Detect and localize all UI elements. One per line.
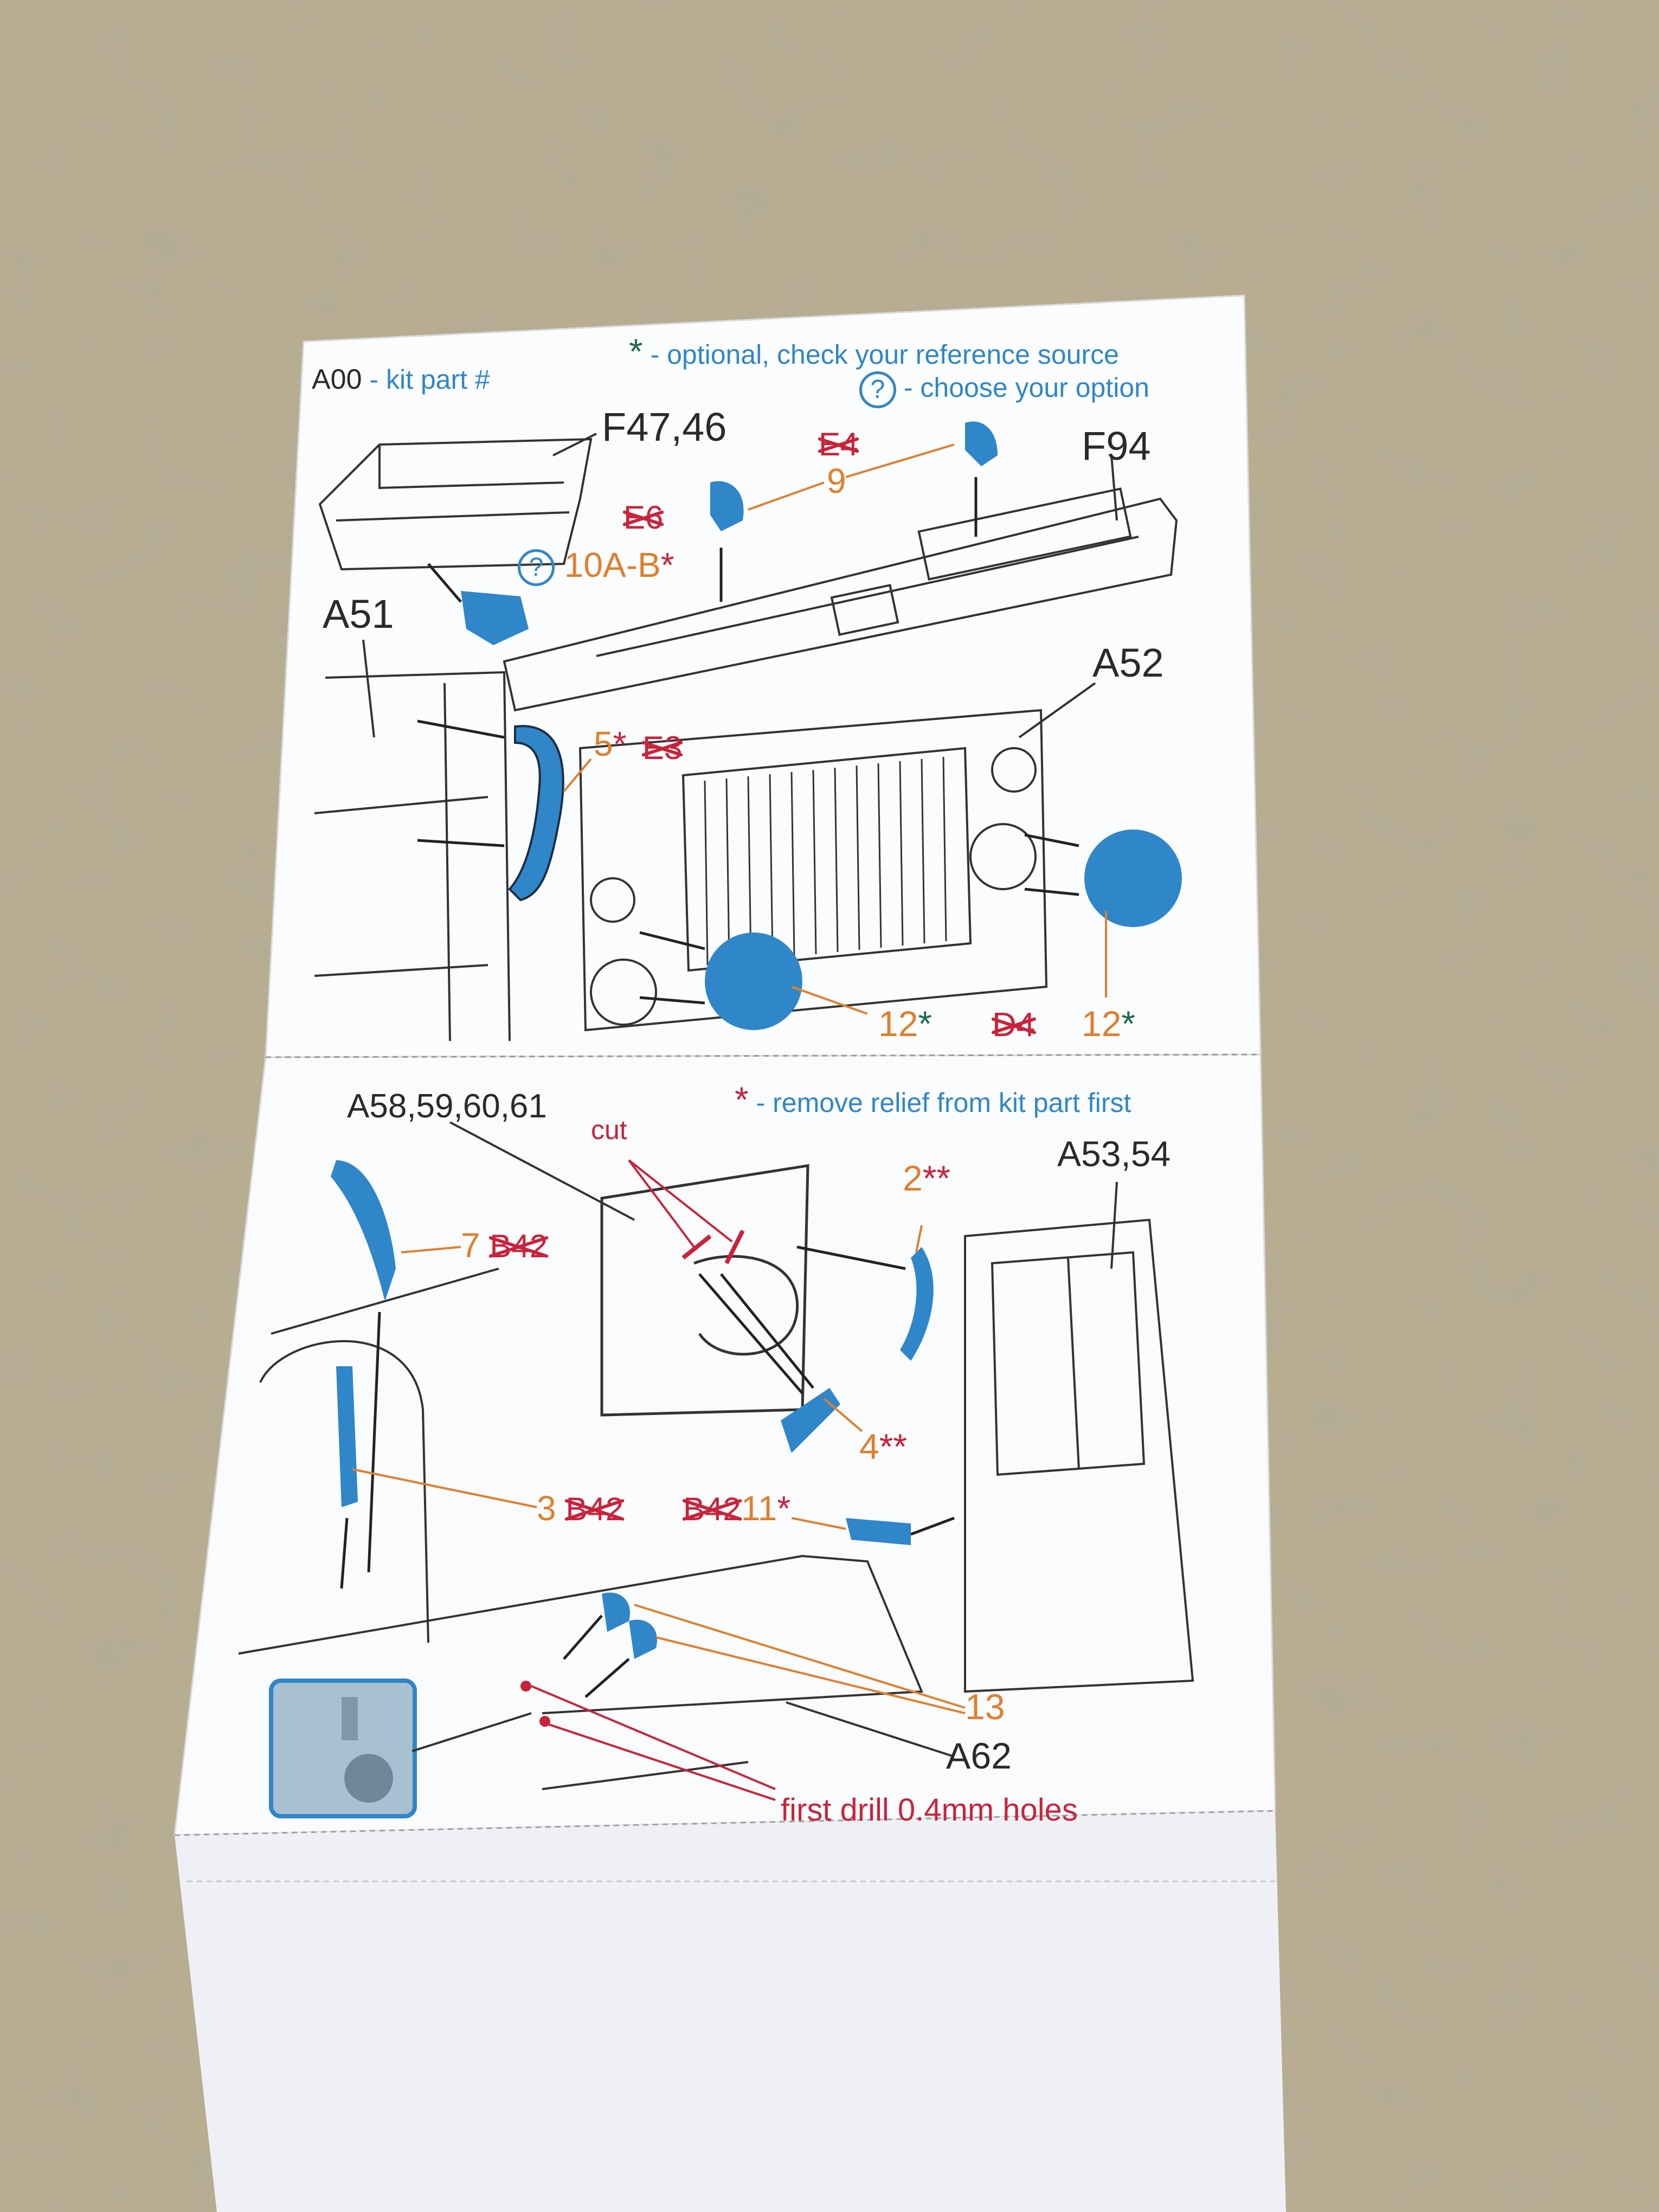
label-cut: cut: [591, 1115, 627, 1145]
label-a52: A52: [1092, 640, 1164, 685]
e6-struck: E6: [623, 499, 664, 536]
choose-text: - choose your option: [896, 372, 1149, 403]
battery-box-drawing: [318, 438, 593, 571]
blue-part-handle-2: [900, 1247, 934, 1361]
step-10-text: 10A-B: [564, 545, 661, 584]
b42-a-struck: B42: [490, 1228, 548, 1264]
blue-part-headlight-right: [1084, 829, 1182, 927]
label-step-11: B4211*: [683, 1488, 790, 1528]
legend-choose: ? - choose your option: [859, 371, 1149, 408]
grille-panel-drawing: [578, 709, 1048, 1032]
label-e4: E4: [819, 426, 858, 463]
cut-marks: [681, 1230, 745, 1264]
step-7-text: 7: [461, 1226, 480, 1265]
step-11-asterisk: *: [777, 1489, 791, 1528]
blue-part-knob-13b: [629, 1619, 657, 1659]
label-a53-54: A53,54: [1057, 1134, 1171, 1174]
step-4-text: 4: [859, 1426, 879, 1467]
blue-part-handle: [508, 725, 564, 902]
step-12a-text: 12: [878, 1004, 918, 1044]
e4-struck: E4: [819, 426, 859, 462]
drill-lines: [531, 1685, 776, 1801]
blue-part-latch-11: [846, 1518, 911, 1545]
label-f47-46: F47,46: [602, 404, 727, 449]
label-a58-61: A58,59,60,61: [347, 1088, 547, 1125]
kit-part-code: A00: [312, 364, 362, 395]
dashboard-drawing: [238, 1268, 923, 1790]
step-12b-text: 12: [1082, 1004, 1122, 1044]
label-step-7: 7 B42: [461, 1225, 548, 1265]
blue-part-bracket-right: [965, 421, 998, 466]
drill-point: [539, 1716, 550, 1727]
label-drill-note: first drill 0.4mm holes: [781, 1792, 1078, 1828]
bumper-drawing: [503, 487, 1178, 712]
legend-remove-relief: * - remove relief from kit part first: [735, 1079, 1131, 1120]
label-e3: E3: [642, 729, 682, 767]
step-5-text: 5: [594, 724, 613, 763]
label-step-12b: 12*: [1082, 1003, 1135, 1044]
step-5-asterisk: *: [613, 724, 627, 763]
body-side-drawing: [314, 671, 511, 1041]
label-step-9: 9: [827, 461, 846, 500]
remove-text: - remove relief from kit part first: [748, 1088, 1131, 1118]
step-3-text: 3: [537, 1489, 556, 1528]
label-e6: E6: [623, 499, 663, 536]
optional-text: - optional, check your reference source: [642, 339, 1119, 370]
label-step-4: 4**: [859, 1426, 907, 1467]
b42-c-struck: B42: [683, 1491, 741, 1527]
label-d4: D4: [992, 1006, 1035, 1044]
step-12a-asterisk: *: [918, 1004, 933, 1044]
step-4-asterisk: **: [879, 1426, 908, 1467]
label-a51: A51: [323, 591, 394, 636]
sheet-bottom-panel: [175, 1811, 1286, 2212]
kit-part-desc: - kit part #: [362, 364, 490, 395]
e3-struck: E3: [642, 730, 683, 766]
blue-part-headlight-left: [705, 933, 802, 1030]
fold-line: [174, 1810, 1276, 1836]
leader-lines: [352, 1225, 966, 1714]
legend-kit-part: A00 - kit part #: [312, 363, 490, 396]
label-step-5: 5*: [594, 724, 627, 764]
assembly-arrows: [340, 1245, 955, 1698]
optional-asterisk: *: [629, 331, 643, 371]
assembly-arrows: [417, 477, 1079, 1005]
door-drawing: [964, 1218, 1194, 1693]
blue-part-lever-4: [781, 1388, 840, 1453]
blue-part-lever-7: [331, 1160, 396, 1301]
d4-struck: D4: [992, 1006, 1036, 1044]
label-step-3: 3 B42: [537, 1488, 623, 1528]
step-12b-asterisk: *: [1121, 1004, 1136, 1044]
step-10-asterisk: *: [660, 545, 674, 584]
step-2-asterisk: **: [922, 1158, 951, 1198]
leader-lines: [411, 1121, 1118, 1758]
blue-part-knob-13a: [602, 1592, 630, 1632]
b42-c-wrap: B42: [683, 1491, 741, 1527]
question-circle-icon: ?: [859, 371, 896, 408]
b42-b-struck: B42: [565, 1491, 624, 1527]
legend-optional: * - optional, check your reference sourc…: [629, 331, 1119, 372]
inset-photo: [269, 1679, 417, 1818]
label-step-10: ? 10A-B*: [518, 545, 674, 587]
label-step-2: 2**: [903, 1158, 950, 1199]
b42-b-wrap: B42: [565, 1491, 623, 1527]
cut-lines: [628, 1159, 733, 1248]
label-step-13: 13: [965, 1687, 1005, 1727]
b42-a-wrap: B42: [490, 1228, 548, 1264]
step-2-text: 2: [903, 1158, 923, 1198]
leader-lines: [362, 433, 1118, 738]
remove-asterisk: *: [735, 1079, 749, 1120]
label-a62: A62: [946, 1735, 1012, 1777]
label-step-12a: 12*: [878, 1003, 932, 1044]
blue-part-battery-clamp: [461, 591, 529, 645]
drill-point: [520, 1681, 531, 1692]
label-f94: F94: [1082, 423, 1151, 468]
blue-part-lever-3: [336, 1366, 358, 1507]
question-circle-icon: ?: [518, 549, 555, 587]
blue-part-bracket-left: [710, 481, 744, 531]
step-11-text: 11: [741, 1489, 777, 1528]
leader-lines: [563, 443, 1107, 1015]
